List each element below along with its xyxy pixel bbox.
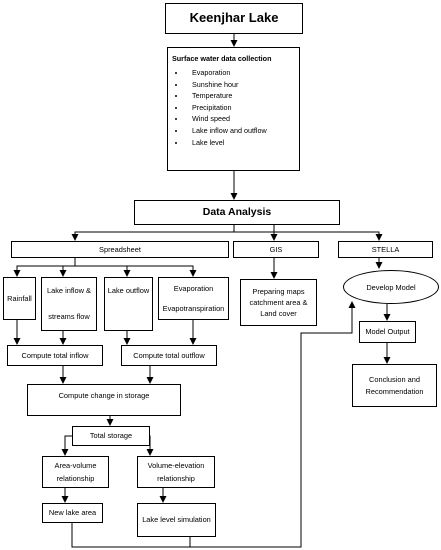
- lake-level-simulation-box: Lake level simulation: [137, 503, 216, 537]
- conclusion-box: Conclusion and Recommendation: [352, 364, 437, 407]
- evaporation-line2: Evapotranspiration: [162, 304, 225, 314]
- lake-inflow-line1: Lake inflow &: [47, 286, 91, 296]
- arrow-feedback-to-develop-model: [71, 301, 356, 548]
- preparing-maps-line1: Preparing maps: [252, 286, 305, 296]
- preparing-maps-line3: Land cover: [260, 309, 297, 319]
- lake-inflow-line2: streams flow: [48, 312, 90, 322]
- area-volume-box: Area-volume relationship: [42, 456, 109, 488]
- arrow-to-lake-inflow: [59, 265, 75, 277]
- collection-item: Wind speed: [186, 115, 295, 122]
- data-collection-list: Evaporation Sunshine hour Temperature Pr…: [172, 69, 295, 146]
- total-storage-box: Total storage: [72, 426, 150, 446]
- area-volume-line1: Area-volume: [54, 461, 97, 471]
- arrow-to-lake-outflow: [75, 265, 131, 277]
- collection-item: Precipitation: [186, 104, 295, 111]
- volume-elevation-line2: relationship: [157, 473, 195, 483]
- collection-item: Lake inflow and outflow: [186, 127, 295, 134]
- connector-analysis-gis: [234, 231, 275, 240]
- compute-change-storage-box: Compute change in storage: [27, 384, 181, 416]
- preparing-maps-line2: catchment area &: [249, 297, 308, 307]
- preparing-maps-box: Preparing maps catchment area & Land cov…: [240, 279, 317, 326]
- rainfall-box: Rainfall: [3, 277, 36, 320]
- conclusion-line2: Recommendation: [365, 387, 424, 396]
- arrow-to-rainfall: [13, 258, 76, 277]
- data-collection-box: Surface water data collection Evaporatio…: [167, 47, 300, 171]
- keenjhar-lake-title: Keenjhar Lake: [165, 3, 303, 34]
- evaporation-box: Evaporation Evapotranspiration: [158, 277, 229, 320]
- volume-elevation-line1: Volume-elevation: [147, 461, 205, 471]
- compute-total-inflow-box: Compute total inflow: [7, 345, 103, 366]
- data-collection-heading: Surface water data collection: [172, 54, 272, 63]
- model-output-box: Model Output: [359, 321, 416, 343]
- evaporation-line1: Evaporation: [173, 283, 214, 293]
- arrow-analysis-to-stella: [234, 231, 383, 241]
- arrow-analysis-to-spreadsheet: [71, 225, 235, 241]
- volume-elevation-box: Volume-elevation relationship: [137, 456, 215, 488]
- arrow-to-evaporation: [75, 265, 197, 277]
- new-lake-area-box: New lake area: [42, 503, 103, 523]
- collection-item: Sunshine hour: [186, 80, 295, 87]
- collection-item: Evaporation: [186, 69, 295, 76]
- stella-box: STELLA: [338, 241, 433, 258]
- develop-model-ellipse: Develop Model: [343, 270, 439, 304]
- collection-item: Lake level: [186, 138, 295, 145]
- gis-box: GIS: [233, 241, 319, 258]
- collection-item: Temperature: [186, 92, 295, 99]
- data-analysis-box: Data Analysis: [134, 200, 340, 225]
- area-volume-line2: relationship: [56, 473, 95, 483]
- spreadsheet-box: Spreadsheet: [11, 241, 229, 258]
- compute-total-outflow-box: Compute total outflow: [121, 345, 217, 366]
- conclusion-line1: Conclusion and: [369, 374, 420, 384]
- lake-outflow-box: Lake outflow: [104, 277, 153, 331]
- lake-inflow-box: Lake inflow & streams flow: [41, 277, 97, 331]
